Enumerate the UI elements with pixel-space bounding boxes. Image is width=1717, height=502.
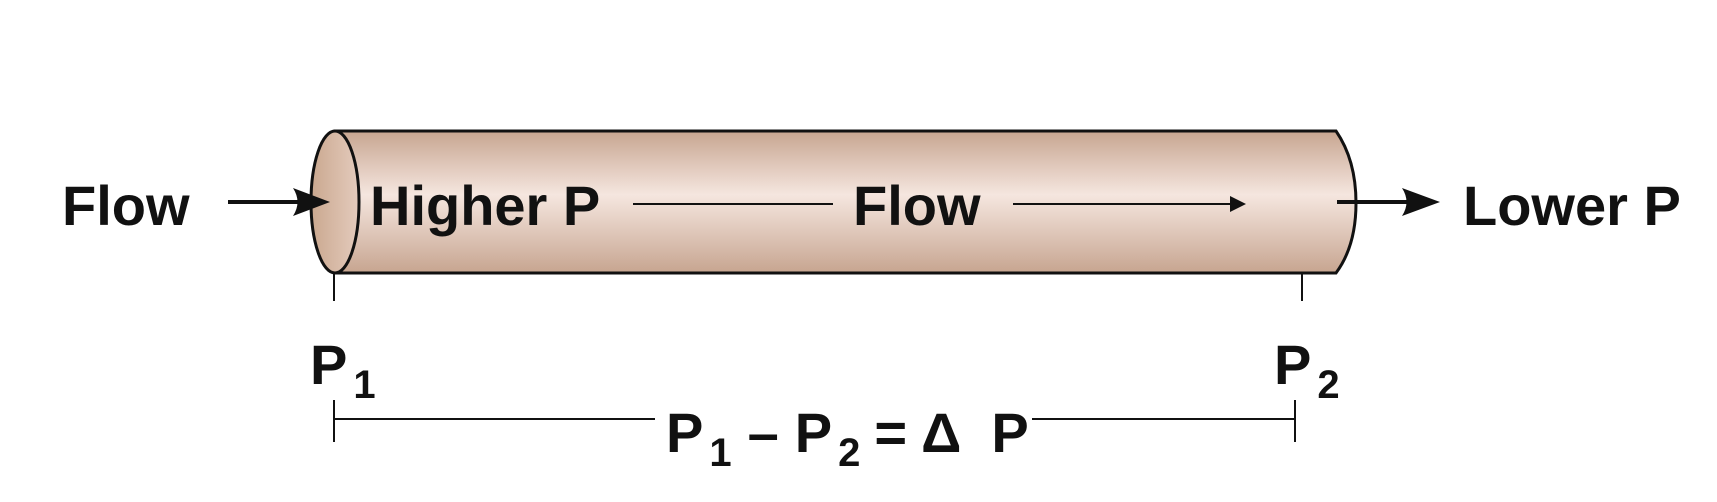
inflow-arrowhead bbox=[293, 188, 330, 216]
eq-equals: = bbox=[874, 401, 907, 464]
p1-base: P bbox=[310, 333, 347, 396]
eq-p-base: P bbox=[991, 401, 1028, 464]
p2-subscript: 2 bbox=[1317, 363, 1339, 407]
outflow-arrowhead bbox=[1402, 188, 1440, 216]
p1-subscript: 1 bbox=[353, 363, 375, 407]
flow-in-label: Flow bbox=[62, 174, 190, 237]
inner-flow-arrowhead bbox=[1230, 196, 1246, 212]
eq-p1-base: P bbox=[666, 401, 703, 464]
eq-p2-base: P bbox=[795, 401, 832, 464]
eq-minus: – bbox=[748, 401, 779, 464]
eq-delta: Δ bbox=[921, 401, 961, 464]
p2-base: P bbox=[1274, 333, 1311, 396]
lower-pressure-label: Lower P bbox=[1463, 174, 1681, 237]
flow-mid-label: Flow bbox=[853, 174, 981, 237]
higher-pressure-label: Higher P bbox=[370, 174, 600, 237]
eq-p2-subscript: 2 bbox=[838, 431, 860, 475]
eq-p1-subscript: 1 bbox=[709, 431, 731, 475]
